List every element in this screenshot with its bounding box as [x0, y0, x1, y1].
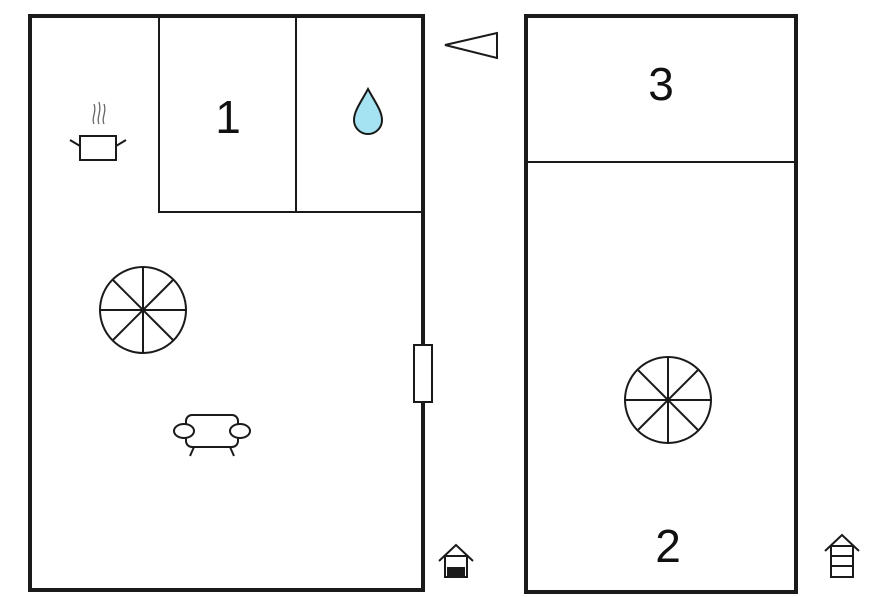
north-arrow-icon: [444, 31, 498, 60]
water-drop-icon: [352, 86, 384, 135]
cooking-pot-icon: [69, 101, 127, 161]
floor-level-icon: [438, 543, 474, 578]
room-3-label: 3: [648, 58, 674, 110]
left-building: [28, 14, 433, 592]
sofa-icon: [173, 414, 251, 457]
spiral-staircase-icon: [624, 356, 712, 444]
window: [413, 344, 433, 403]
room-1-label: 1: [215, 91, 241, 143]
room-2-label: 2: [655, 520, 681, 572]
right-building: [524, 14, 798, 594]
floor-level-icon: [824, 533, 860, 578]
left-building-outer-wall: [28, 14, 425, 592]
right-building-outer-wall: [524, 14, 798, 594]
room-1-walls: [158, 16, 423, 213]
spiral-staircase-icon: [99, 266, 187, 354]
